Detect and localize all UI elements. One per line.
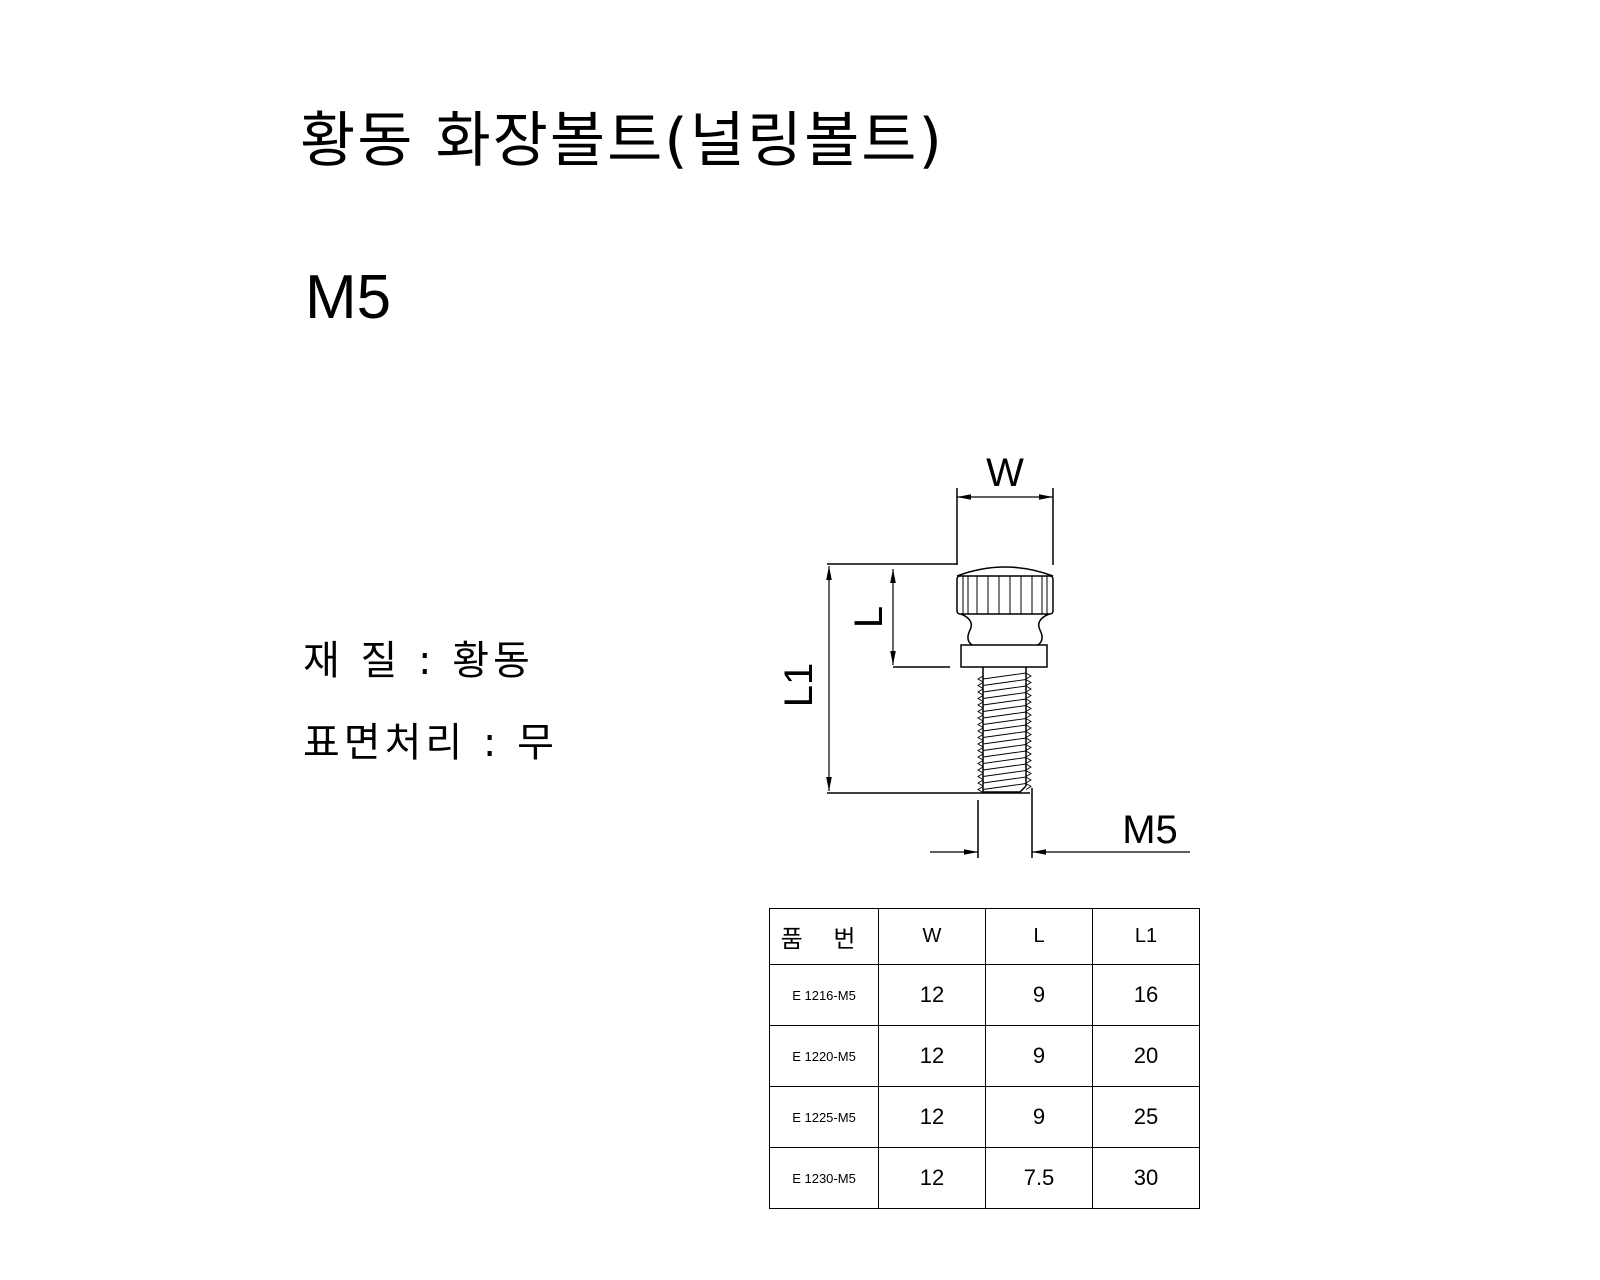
thread-crest <box>977 760 984 767</box>
spec-table: 품 번 W L L1 E 1216-M5 12 9 16 E 1220-M5 1… <box>769 908 1200 1209</box>
cell-w: 12 <box>878 964 986 1026</box>
surface-treatment-spec: 표면처리 : 무 <box>303 720 558 766</box>
thread-crest <box>1025 783 1032 790</box>
thread-line <box>982 711 1027 719</box>
bolt-body <box>956 566 1054 793</box>
part-number: E 1225-M5 <box>769 1086 879 1148</box>
l-label: L <box>847 606 891 628</box>
material-spec: 재 질 : 황동 <box>303 638 534 684</box>
thread-crest <box>977 786 984 793</box>
thread-crest <box>1025 770 1032 777</box>
thread-crest <box>1025 731 1032 738</box>
w-dimension: W <box>956 451 1054 565</box>
thread-crest <box>977 721 984 728</box>
model-size: M5 <box>305 263 392 332</box>
thread-crest <box>977 714 984 722</box>
page-title: 황동 화장볼트(널링볼트) <box>300 106 944 176</box>
thread-line <box>982 672 1027 680</box>
thread-crest <box>977 695 984 702</box>
thread-line <box>982 737 1027 745</box>
table-row: E 1230-M5 12 7.5 30 <box>769 1147 1200 1209</box>
thread-line <box>982 750 1027 758</box>
table-row: E 1216-M5 12 9 16 <box>769 964 1200 1026</box>
header-l: L <box>985 908 1093 965</box>
l1-dimension: L1 <box>777 563 1030 794</box>
thread-crest <box>1025 737 1032 745</box>
thread-line <box>982 705 1027 712</box>
thread-crest <box>1025 757 1032 764</box>
thread-line <box>982 744 1027 751</box>
table-row: E 1220-M5 12 9 20 <box>769 1025 1200 1087</box>
thread-crest <box>1025 705 1032 712</box>
thread-line <box>982 698 1027 706</box>
cell-l: 7.5 <box>985 1147 1093 1209</box>
cell-w: 12 <box>878 1025 986 1087</box>
cell-l1: 16 <box>1092 964 1200 1026</box>
table-header-row: 품 번 W L L1 <box>769 908 1200 965</box>
thread-crest <box>1025 718 1032 725</box>
thread-crest <box>1025 672 1032 680</box>
cell-l: 9 <box>985 1086 1093 1148</box>
thread-crest <box>1025 698 1032 706</box>
thread-crest <box>1025 744 1032 751</box>
cell-w: 12 <box>878 1147 986 1209</box>
cell-l: 9 <box>985 1025 1093 1087</box>
thread-dimension: M5 <box>930 788 1190 858</box>
l-dimension: L <box>847 569 950 668</box>
thread-line <box>982 692 1027 699</box>
thread-crest <box>977 675 984 683</box>
thread-crest <box>977 734 984 741</box>
thread-line <box>982 724 1027 732</box>
cell-l1: 30 <box>1092 1147 1200 1209</box>
part-number: E 1230-M5 <box>769 1147 879 1209</box>
part-number: E 1216-M5 <box>769 964 879 1026</box>
thread-line <box>982 776 1027 784</box>
table-row: E 1225-M5 12 9 25 <box>769 1086 1200 1148</box>
part-number: E 1220-M5 <box>769 1025 879 1087</box>
thread-crest <box>977 701 984 709</box>
cell-l: 9 <box>985 964 1093 1026</box>
cell-l1: 25 <box>1092 1086 1200 1148</box>
thread-crest <box>977 747 984 754</box>
thread-line <box>982 763 1027 771</box>
header-w: W <box>878 908 986 965</box>
thread-line <box>982 731 1027 738</box>
thread-crest <box>977 766 984 774</box>
thread-crest <box>977 727 984 735</box>
thread-crest <box>977 779 984 787</box>
thread-crest <box>977 740 984 748</box>
w-label: W <box>986 451 1024 495</box>
thread-line <box>982 757 1027 764</box>
thread-crest <box>1025 679 1032 686</box>
thread-line <box>982 718 1027 725</box>
thread-crest <box>977 682 984 689</box>
thread-crest <box>1025 711 1032 719</box>
thread-crest <box>1025 724 1032 732</box>
thread-line <box>982 783 1027 790</box>
cell-w: 12 <box>878 1086 986 1148</box>
thread-crest <box>1025 776 1032 784</box>
thread-line <box>982 770 1027 777</box>
thread-label: M5 <box>1122 808 1178 852</box>
thread-crest <box>977 688 984 696</box>
thread-crest <box>977 708 984 715</box>
cell-l1: 20 <box>1092 1025 1200 1087</box>
thread-crest <box>977 773 984 780</box>
thread-crest <box>1025 692 1032 699</box>
header-part-number: 품 번 <box>769 908 879 965</box>
thread-line <box>982 679 1027 686</box>
l1-label: L1 <box>777 663 821 708</box>
thread-crest <box>1025 763 1032 771</box>
thread-crest <box>1025 685 1032 693</box>
header-l1: L1 <box>1092 908 1200 965</box>
thread-crest <box>1025 750 1032 758</box>
thread-crest <box>977 753 984 761</box>
thread-line <box>982 685 1027 693</box>
